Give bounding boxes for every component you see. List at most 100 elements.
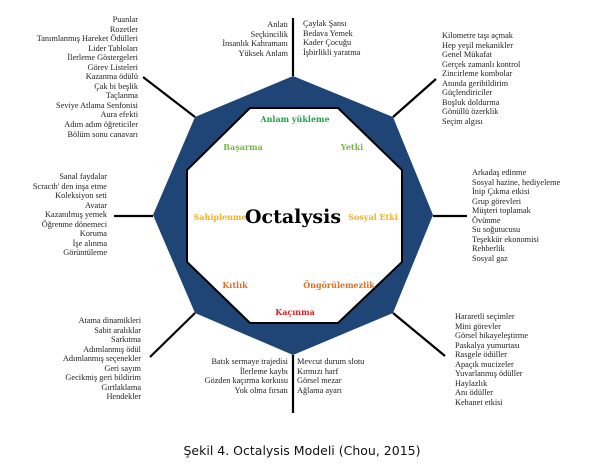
list-item: Kehanet etkisi (455, 397, 503, 407)
list-item: İnsanlık Kahramanı (222, 39, 288, 49)
drive-sosyal-label: Sosyal Etki (348, 212, 398, 222)
list-item: Hep yeşil mekanikler (442, 40, 513, 50)
drive-ongorulemezlik-label: Öngörülemezlik (303, 280, 375, 290)
connector-top-left (142, 76, 196, 118)
list-item: Görsel mezar (297, 376, 342, 386)
list-item: Müşteri toplamak (472, 206, 531, 216)
list-item: Genel Mükafat (442, 50, 492, 60)
list-item: Adımlanmış ödül (83, 344, 141, 354)
list-item: Güçlendiriciler (442, 88, 493, 98)
list-item: Zincirleme kombolar (442, 69, 513, 79)
connector-bottom-left (149, 312, 196, 358)
drive-sahiplenme-label: Sahiplenme (194, 212, 247, 222)
list-item: Övünme (472, 215, 501, 225)
drive-basarma-label: Başarma (223, 142, 263, 152)
list-item: Batık sermaye trajedisi (211, 357, 289, 366)
list-item: Seçkincilik (250, 29, 288, 39)
list-item: Mevcut durum slotu (297, 357, 365, 366)
list-item: Koleksiyon seti (55, 191, 107, 201)
list-item: Görsel hikayeleştirme (455, 331, 529, 341)
list-item: İlerleme kaybı (239, 366, 288, 376)
drive-kacinma-label: Kaçınma (275, 307, 315, 317)
list-item: Kader Çocuğu (303, 38, 352, 48)
list-item: Apaçık mucizeler (455, 359, 514, 369)
list-item: Taçlanma (105, 91, 138, 101)
list-item: Lider Tabloları (88, 43, 138, 53)
list-item: Öğrenme dönemeci (41, 219, 107, 229)
center-title: Octalysis (245, 206, 341, 228)
list-item: Teşekkür ekonomisi (472, 234, 539, 244)
list-item: Adım adım öğreticiler (64, 120, 138, 130)
list-item: Scracth' den inşa etme (32, 181, 107, 191)
list-item: Kırmızı harf (297, 366, 339, 376)
list-item: Hendekler (106, 392, 141, 402)
list-item: Yuvarlanmış ödüller (455, 369, 523, 379)
list-item: Gırtlaklama (101, 382, 141, 392)
list-item: Ağlama ayarı (297, 385, 342, 395)
list-item: Gerçek zamanlı kontrol (442, 59, 521, 69)
connector-lines (114, 18, 467, 413)
list-item: Gözden kaçırma korkusu (204, 376, 288, 386)
list-item: Grup görevleri (472, 196, 522, 206)
list-item: Sanal faydalar (59, 172, 107, 181)
list-item: Kazanma ödülü (85, 72, 138, 82)
list-item: Seçim algısı (442, 116, 483, 126)
list-item: Rehberlik (472, 244, 505, 254)
drive-kitlik-label: Kıtlık (222, 280, 248, 290)
list-item: İşbirlikli yaratma (303, 47, 361, 57)
connector-bottom-right (392, 312, 446, 357)
list-item: Yüksek Anlam (238, 48, 288, 58)
list-item: Yok olma fırsatı (234, 385, 288, 395)
list-item: Puanlar (112, 15, 138, 24)
list-item: Çak bi beşlik (94, 81, 138, 91)
list-item: Görüntüleme (63, 248, 107, 258)
list-item: Kilometre taşı açmak (442, 31, 513, 40)
list-item: Atama dinamikleri (78, 316, 141, 325)
list-item: Avatar (85, 200, 107, 210)
list-item: Kazanılmış yemek (45, 210, 107, 220)
list-item: Koruma (79, 229, 107, 239)
list-item: Geri sayım (104, 363, 141, 373)
list-item: Bölüm sonu canavarı (67, 129, 138, 139)
list-item: Haylazlık (455, 378, 488, 388)
list-item: Sabit aralıklar (94, 325, 141, 335)
list-item: Gönüllü özerklik (442, 107, 499, 117)
list-item: Su soğutucusu (472, 225, 521, 235)
list-item: İlerleme Göstergeleri (67, 53, 138, 63)
list-item: Aura efekti (100, 110, 138, 120)
figure-caption: Şekil 4. Octalysis Modeli (Chou, 2015) (183, 443, 421, 458)
list-item: Anında geribildirim (442, 78, 509, 88)
list-item: Adımlanmış seçenekler (62, 354, 141, 364)
list-item: Anlatı (267, 20, 288, 29)
list-item: Sosyal gaz (472, 253, 508, 263)
list-item: Rozetler (109, 24, 138, 34)
list-item: Görev Listeleri (87, 62, 138, 72)
drive-anlam-label: Anlam yükleme (259, 114, 329, 124)
list-item: Boşluk doldurma (442, 97, 500, 107)
list-item: Paskalya yumurtası (455, 340, 520, 350)
list-item: İşe alınma (72, 238, 107, 248)
list-item: Çaylak Şansı (303, 19, 347, 28)
list-item: Sarkıtma (111, 335, 141, 345)
list-item: Sosyal hazine, hediyeleme (472, 177, 561, 187)
list-item: Seviye Atlama Senfonisi (55, 100, 138, 110)
list-item: Rasgele ödüller (455, 350, 507, 360)
list-item: Tanımlanmış Hareket Ödülleri (36, 34, 138, 44)
list-item: Bedava Yemek (303, 28, 353, 38)
inner-octagon-outline (186, 107, 403, 324)
list-item: Gecikmiş geri bildirim (65, 373, 141, 383)
list-item: Mini görevler (455, 321, 501, 331)
list-item: Hararetli seçimler (455, 312, 515, 321)
list-item: İnip Çıkma etkisi (472, 187, 530, 197)
